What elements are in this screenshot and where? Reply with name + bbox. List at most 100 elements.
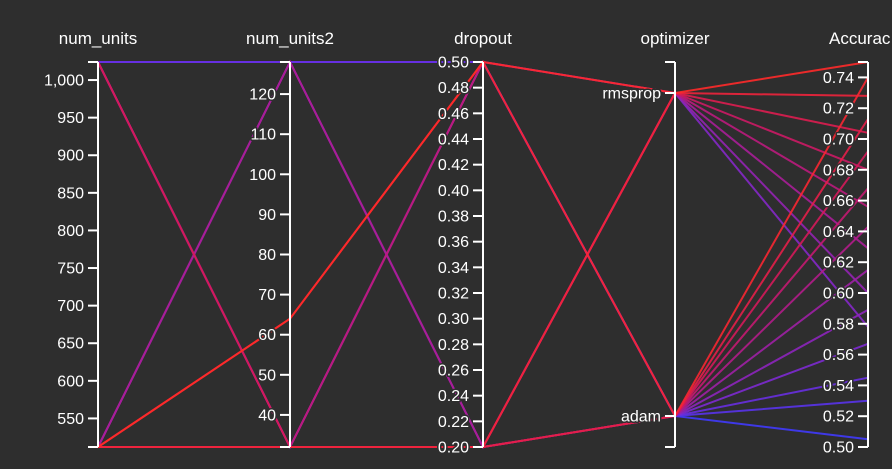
tick-label-halo: 60 — [258, 327, 276, 344]
tick-label-dropout: 0.48 — [438, 80, 469, 97]
tick-label-dropout: 0.28 — [438, 337, 469, 354]
tick-label-halo: 0.66 — [823, 193, 854, 210]
tick-label-num_units2: 50 — [258, 367, 276, 384]
tick-label-halo: 0.26 — [438, 363, 469, 380]
tick-label-halo: 0.72 — [823, 101, 854, 118]
tick-label-num_units: 700 — [57, 298, 84, 315]
tick-label-halo: rmsprop — [602, 86, 661, 103]
axis-title-dropout[interactable]: dropout — [454, 29, 512, 48]
axis-num_units2[interactable]: num_units2404050506060707080809090100100… — [246, 29, 334, 448]
tick-label-accuracy: 0.68 — [823, 162, 854, 179]
tick-label-halo: 600 — [57, 373, 84, 390]
tick-label-dropout: 0.42 — [438, 157, 469, 174]
tick-label-halo: 900 — [57, 148, 84, 165]
tick-label-halo: adam — [621, 409, 661, 426]
axis-title-optimizer[interactable]: optimizer — [641, 29, 710, 48]
tick-label-halo: 0.30 — [438, 311, 469, 328]
tick-label-halo: 0.24 — [438, 388, 469, 405]
tick-label-num_units2: 70 — [258, 287, 276, 304]
tick-label-dropout: 0.24 — [438, 388, 469, 405]
tick-label-dropout: 0.26 — [438, 363, 469, 380]
tick-label-optimizer: rmsprop — [602, 86, 661, 103]
axes: num_units5505506006006506507007007507508… — [42, 29, 891, 458]
tick-label-halo: 0.70 — [823, 132, 854, 149]
tick-label-halo: 0.62 — [823, 255, 854, 272]
tick-label-halo: 950 — [57, 110, 84, 127]
tick-label-halo: 0.32 — [438, 286, 469, 303]
tick-label-accuracy: 0.74 — [823, 70, 854, 87]
tick-label-halo: 0.42 — [438, 157, 469, 174]
tick-label-halo: 90 — [258, 207, 276, 224]
tick-label-halo: 550 — [57, 411, 84, 428]
tick-label-num_units2: 40 — [258, 407, 276, 424]
tick-label-dropout: 0.38 — [438, 209, 469, 226]
tick-label-halo: 0.40 — [438, 183, 469, 200]
tick-label-num_units2: 80 — [258, 247, 276, 264]
tick-label-accuracy: 0.64 — [823, 224, 854, 241]
axis-accuracy[interactable]: Accurac0.500.500.520.520.540.540.560.560… — [821, 29, 891, 458]
tick-label-num_units: 650 — [57, 336, 84, 353]
tick-label-accuracy: 0.62 — [823, 255, 854, 272]
tick-label-halo: 0.54 — [823, 378, 854, 395]
tick-label-halo: 0.34 — [438, 260, 469, 277]
tick-label-halo: 0.28 — [438, 337, 469, 354]
tick-label-halo: 0.74 — [823, 70, 854, 87]
tick-label-accuracy: 0.52 — [823, 409, 854, 426]
tick-label-halo: 650 — [57, 336, 84, 353]
axis-title-num_units[interactable]: num_units — [59, 29, 137, 48]
tick-label-halo: 850 — [57, 185, 84, 202]
tick-label-dropout: 0.40 — [438, 183, 469, 200]
tick-label-halo: 0.44 — [438, 132, 469, 149]
tick-label-halo: 1,000 — [44, 73, 84, 90]
tick-label-halo: 0.36 — [438, 234, 469, 251]
tick-label-halo: 700 — [57, 298, 84, 315]
tick-label-dropout: 0.34 — [438, 260, 469, 277]
tick-label-halo: 0.52 — [823, 409, 854, 426]
tick-label-num_units: 1,000 — [44, 73, 84, 90]
tick-label-num_units: 600 — [57, 373, 84, 390]
tick-label-halo: 0.46 — [438, 106, 469, 123]
tick-label-num_units: 850 — [57, 185, 84, 202]
tick-label-dropout: 0.46 — [438, 106, 469, 123]
tick-label-halo: 0.50 — [438, 55, 469, 72]
tick-label-num_units2: 60 — [258, 327, 276, 344]
axis-title-num_units2[interactable]: num_units2 — [246, 29, 334, 48]
tick-label-halo: 0.48 — [438, 80, 469, 97]
tick-label-accuracy: 0.70 — [823, 132, 854, 149]
axis-title-accuracy[interactable]: Accurac — [829, 29, 891, 48]
tick-label-halo: 750 — [57, 261, 84, 278]
tick-label-dropout: 0.32 — [438, 286, 469, 303]
tick-label-accuracy: 0.66 — [823, 193, 854, 210]
tick-label-halo: 80 — [258, 247, 276, 264]
tick-label-halo: 110 — [250, 127, 276, 144]
tick-label-dropout: 0.50 — [438, 55, 469, 72]
axis-num_units[interactable]: num_units5505506006006506507007007507508… — [42, 29, 137, 448]
tick-label-accuracy: 0.60 — [823, 286, 854, 303]
tick-label-halo: 0.22 — [438, 414, 469, 431]
tick-label-accuracy: 0.50 — [823, 440, 854, 457]
tick-label-halo: 50 — [258, 367, 276, 384]
tick-label-num_units: 950 — [57, 110, 84, 127]
tick-label-dropout: 0.20 — [438, 440, 469, 457]
tick-label-halo: 70 — [258, 287, 276, 304]
tick-label-halo: 0.58 — [823, 316, 854, 333]
axis-dropout[interactable]: dropout0.200.200.220.220.240.240.260.260… — [436, 29, 512, 458]
tick-label-accuracy: 0.72 — [823, 101, 854, 118]
tick-label-optimizer: adam — [621, 409, 661, 426]
tick-label-num_units2: 120 — [249, 87, 276, 104]
tick-label-accuracy: 0.58 — [823, 316, 854, 333]
tick-label-halo: 0.64 — [823, 224, 854, 241]
tick-label-halo: 0.60 — [823, 286, 854, 303]
tick-label-dropout: 0.22 — [438, 414, 469, 431]
tick-label-halo: 120 — [249, 87, 276, 104]
tick-label-halo: 0.50 — [823, 440, 854, 457]
tick-label-accuracy: 0.54 — [823, 378, 854, 395]
tick-label-num_units2: 90 — [258, 207, 276, 224]
tick-label-dropout: 0.36 — [438, 234, 469, 251]
tick-label-halo: 0.56 — [823, 347, 854, 364]
tick-label-num_units: 750 — [57, 261, 84, 278]
tick-label-halo: 40 — [258, 407, 276, 424]
tick-label-accuracy: 0.56 — [823, 347, 854, 364]
tick-label-num_units2: 110 — [250, 127, 276, 144]
